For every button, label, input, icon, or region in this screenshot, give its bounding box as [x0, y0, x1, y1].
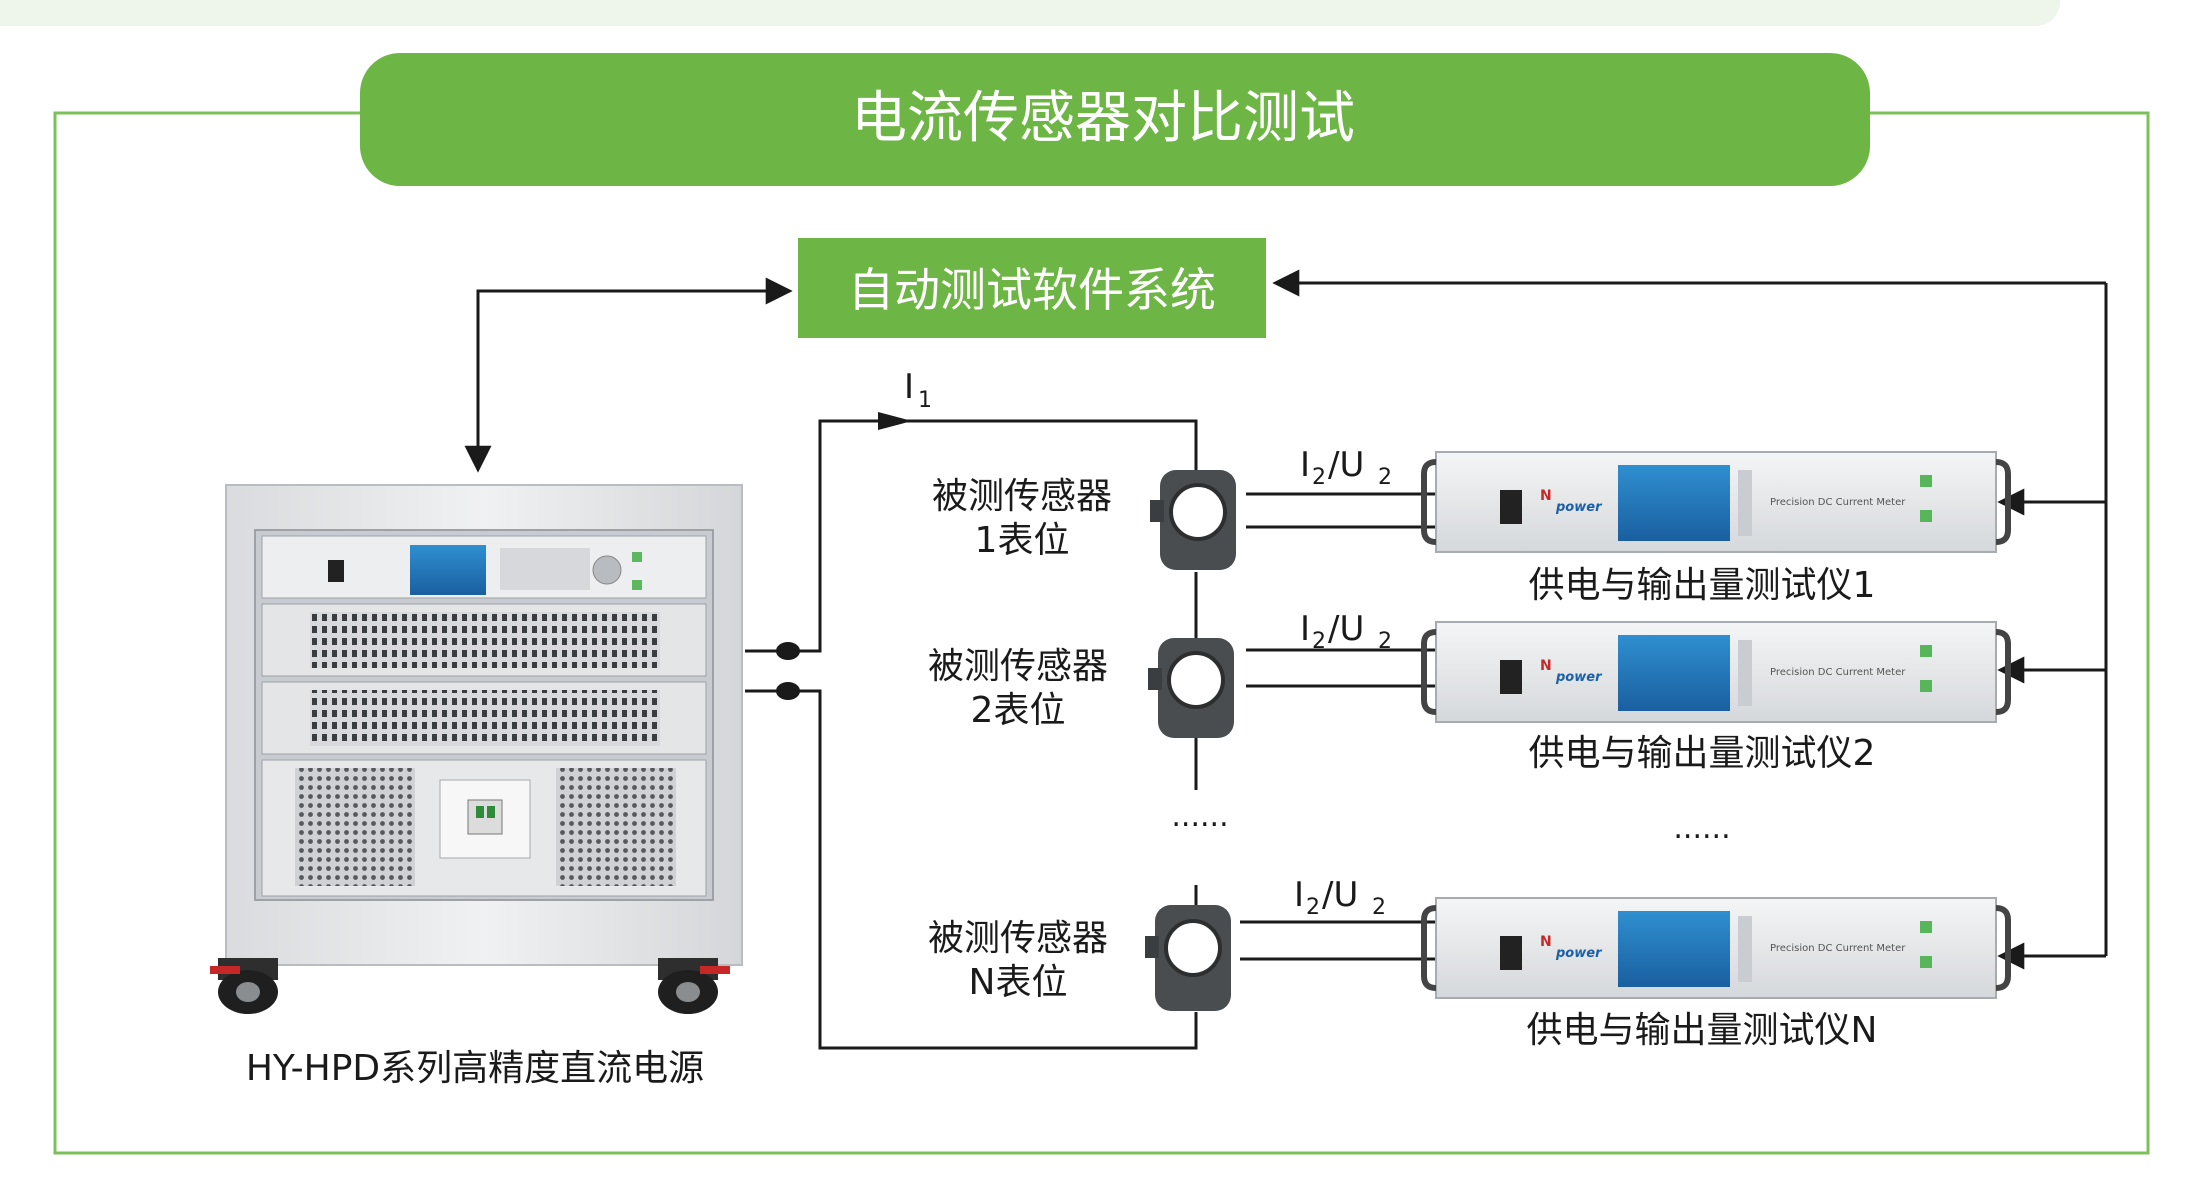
meter-n: N power Precision DC Current Meter [1421, 897, 2011, 999]
meter-1-logo: power [1555, 500, 1603, 515]
meter-n-logo: power [1555, 946, 1603, 961]
signal-n-main: I [1294, 875, 1304, 915]
signal-1-mid: /U [1328, 445, 1364, 485]
terminal-negative [776, 682, 800, 700]
meter-2-logo: power [1555, 670, 1603, 685]
meter-2: N power Precision DC Current Meter [1421, 621, 2011, 723]
sensor-1 [1150, 470, 1236, 570]
meter-2-caption: 供电与输出量测试仪2 [1529, 733, 1876, 774]
meter-1-model: Precision DC Current Meter [1770, 497, 1906, 508]
sensor-1-position: 1表位 [975, 520, 1070, 561]
current-loop-out [745, 419, 1198, 653]
current-label-main: I [904, 367, 914, 407]
signal-n-sub2: 2 [1372, 895, 1386, 920]
meter-n-caption: 供电与输出量测试仪N [1527, 1010, 1878, 1051]
current-label-sub: 1 [918, 388, 932, 413]
software-power-link [464, 277, 793, 473]
sensor-2-label: 被测传感器 [928, 646, 1108, 687]
sensor-1-label: 被测传感器 [932, 476, 1112, 517]
software-system-box [798, 238, 1266, 338]
current-direction-arrow [878, 412, 912, 430]
signal-1-sub2: 2 [1378, 465, 1392, 490]
power-source-cabinet [210, 484, 743, 1014]
sensor-2 [1148, 638, 1234, 738]
signal-2-sub2: 2 [1378, 629, 1392, 654]
signal-n-mid: /U [1322, 875, 1358, 915]
signal-1-main: I [1300, 445, 1310, 485]
sensor-n [1145, 905, 1231, 1011]
top-band [0, 0, 2060, 26]
svg-text:N: N [1540, 934, 1552, 950]
ellipsis-sensors: ...... [1171, 799, 1228, 834]
meter-2-model: Precision DC Current Meter [1770, 667, 1906, 678]
sensor-n-label: 被测传感器 [928, 918, 1108, 959]
title-banner [360, 53, 1870, 186]
meter-1: N power Precision DC Current Meter [1421, 451, 2011, 553]
sensor-n-position: N表位 [969, 962, 1068, 1003]
meter-n-model: Precision DC Current Meter [1770, 943, 1906, 954]
page-title: 电流传感器对比测试 [851, 86, 1355, 151]
power-source-caption: HY-HPD系列高精度直流电源 [246, 1048, 704, 1089]
signal-label-2: I 2 /U 2 [1300, 609, 1392, 654]
signal-label-1: I 2 /U 2 [1300, 445, 1392, 490]
software-system-label: 自动测试软件系统 [848, 263, 1216, 317]
svg-text:N: N [1540, 658, 1552, 674]
signal-label-n: I 2 /U 2 [1294, 875, 1386, 920]
ellipsis-meters: ...... [1673, 811, 1730, 846]
signal-n-sub: 2 [1306, 895, 1320, 920]
connection-lines [464, 269, 2108, 1050]
signal-2-mid: /U [1328, 609, 1364, 649]
signal-2-sub: 2 [1312, 629, 1326, 654]
meter-1-caption: 供电与输出量测试仪1 [1529, 565, 1876, 606]
signal-2-main: I [1300, 609, 1310, 649]
signal-1-sub: 2 [1312, 465, 1326, 490]
svg-text:N: N [1540, 488, 1552, 504]
terminal-positive [776, 642, 800, 660]
sensor-2-position: 2表位 [971, 690, 1066, 731]
